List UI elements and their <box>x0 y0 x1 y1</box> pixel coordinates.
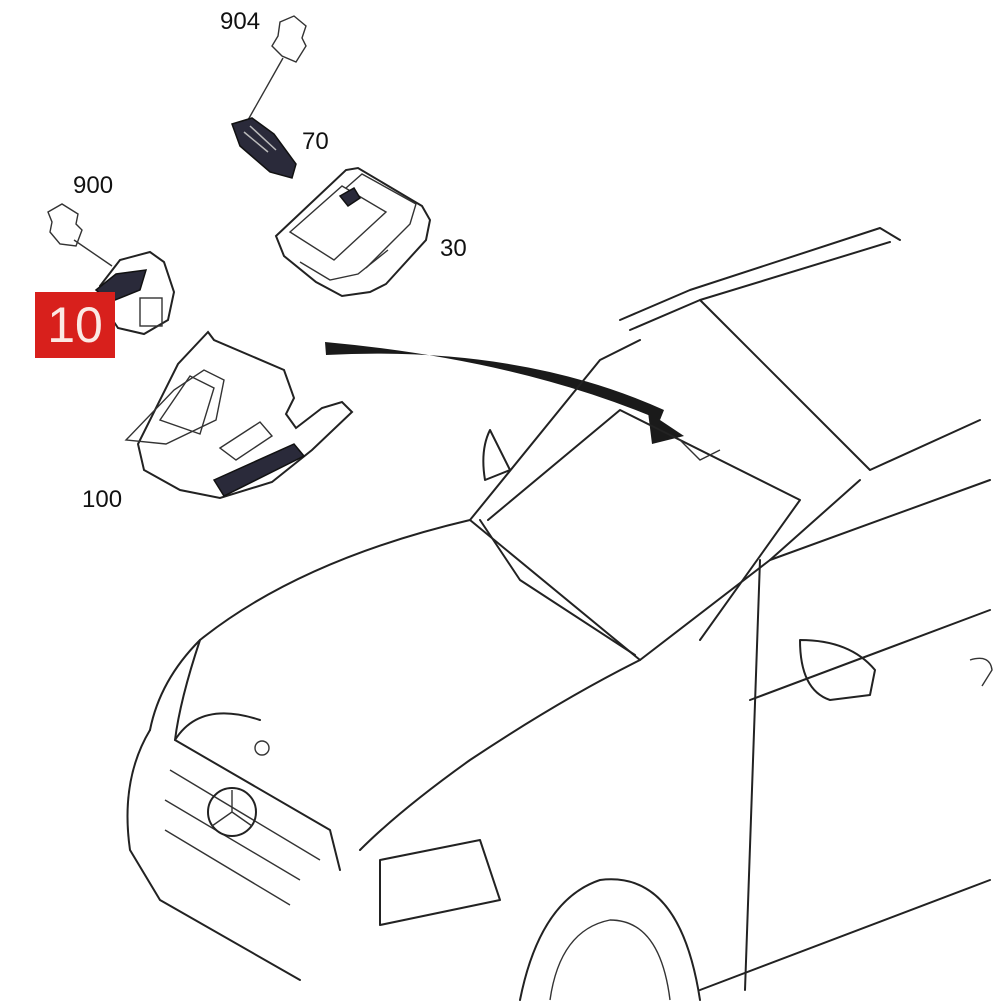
part-900-connector <box>47 203 113 267</box>
part-30-module <box>274 166 432 298</box>
callout-70: 70 <box>302 128 329 155</box>
callout-100: 100 <box>82 486 123 513</box>
part-904-connector <box>247 15 307 121</box>
callout-904: 904 <box>220 8 261 35</box>
part-100-cover <box>124 330 354 500</box>
direction-arrow <box>325 342 684 444</box>
vehicle-outline <box>126 227 993 1001</box>
callout-30: 30 <box>440 235 467 262</box>
callout-10-highlight-badge: 10 <box>35 292 115 358</box>
part-70-clip <box>231 117 297 179</box>
callout-900: 900 <box>73 172 114 199</box>
